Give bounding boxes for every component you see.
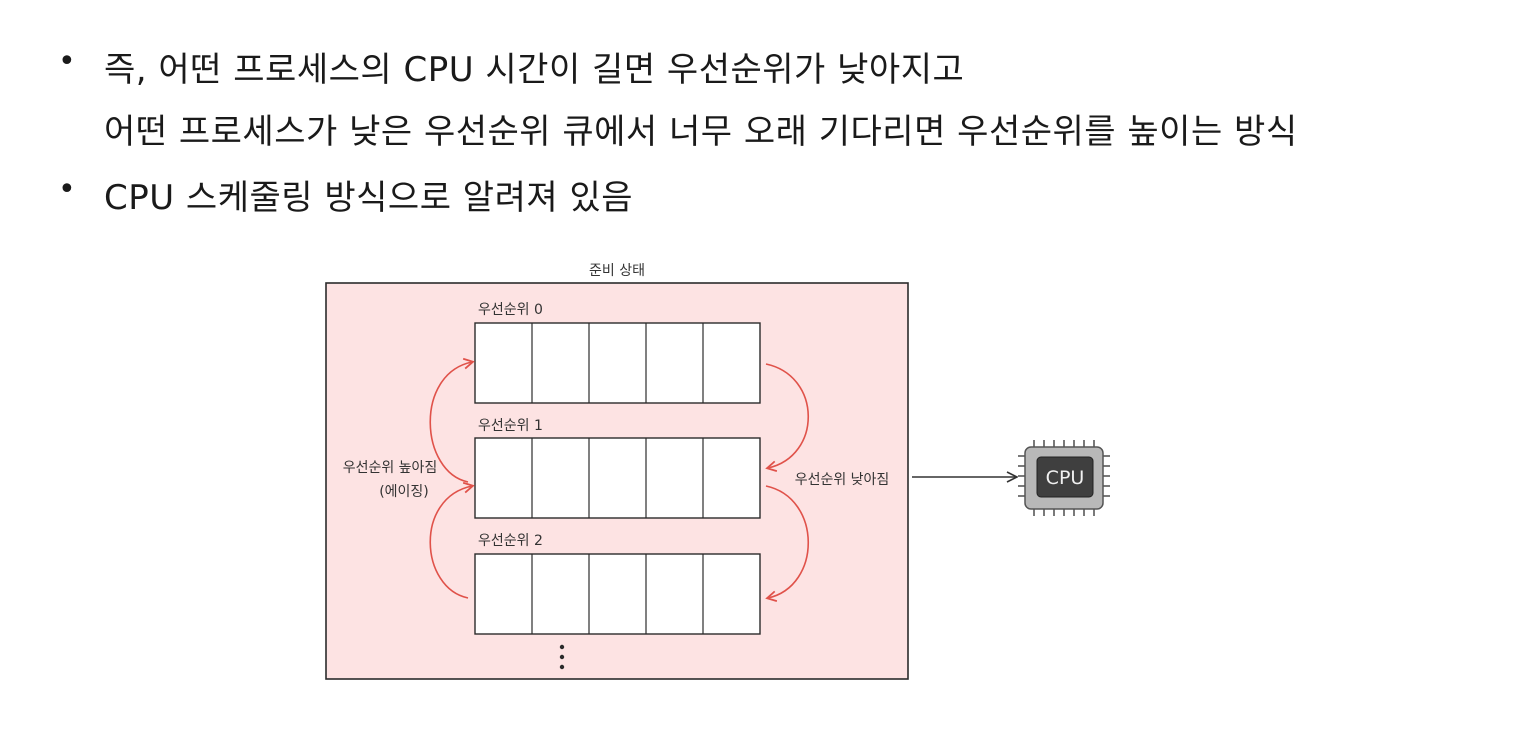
bullet-2-line-1: CPU 스케줄링 방식으로 알려져 있음 [104, 178, 633, 218]
cpu-label: CPU [1046, 467, 1085, 489]
queue-1 [474, 437, 761, 519]
cpu-chip-icon: CPU [1018, 440, 1110, 516]
bullet-marker-1: • [58, 44, 76, 79]
ready-state-title: 준비 상태 [589, 263, 645, 279]
queue-label-2: 우선순위 2 [478, 533, 543, 549]
aging-arrow-2-to-1 [429, 481, 475, 599]
bullet-marker-2: • [58, 172, 76, 207]
priority-down-label: 우선순위 낮아짐 [795, 472, 890, 488]
aging-label: (에이징) [379, 484, 429, 500]
demote-arrow-0-to-1 [765, 363, 810, 472]
more-queues-ellipsis [559, 644, 565, 670]
aging-arrow-1-to-0 [429, 357, 475, 483]
demote-arrow-1-to-2 [765, 485, 809, 602]
queue-label-0: 우선순위 0 [478, 302, 543, 318]
queue-label-1: 우선순위 1 [478, 418, 543, 434]
bullet-1-line-2: 어떤 프로세스가 낮은 우선순위 큐에서 너무 오래 기다리면 우선순위를 높이… [104, 112, 1298, 152]
queue-0 [474, 322, 761, 404]
bullet-1-line-1: 즉, 어떤 프로세스의 CPU 시간이 길면 우선순위가 낮아지고 [104, 50, 965, 90]
queue-2 [474, 553, 761, 635]
priority-up-label: 우선순위 높아짐 [343, 460, 438, 476]
